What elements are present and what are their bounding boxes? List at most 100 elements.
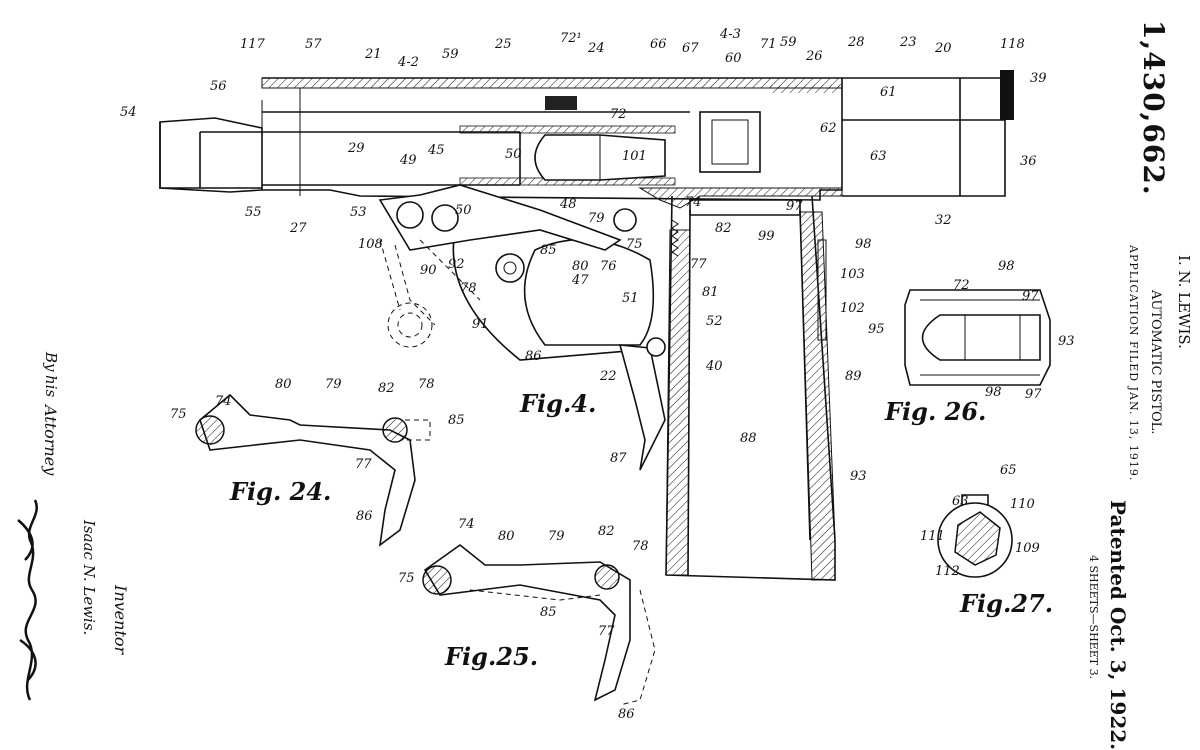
fig26-ref-72: 72: [953, 278, 970, 293]
fig26-ref-93: 93: [1058, 334, 1075, 349]
fig4-ref-20: 20: [934, 41, 952, 56]
fig25-label: Fig.25.: [444, 642, 538, 671]
figure-27-cross-section: [937, 494, 1013, 578]
fig4-ref-21: 21: [364, 47, 382, 62]
fig4-ref-49: 49: [399, 153, 417, 168]
fig4-ref-75: 75: [626, 237, 643, 252]
pin-52: [495, 253, 525, 283]
fig4-ref-63: 63: [870, 149, 887, 164]
barrel: [262, 111, 690, 186]
fig4-label: Fig.4.: [519, 389, 596, 418]
fig25-ref-86: 86: [618, 707, 635, 722]
fig27-ref-65: 65: [1000, 463, 1017, 478]
rear-frame: [842, 77, 1006, 197]
magazine-follower: [689, 199, 801, 216]
fig27-label: Fig.27.: [959, 589, 1053, 618]
fig24-ref-85: 85: [448, 413, 465, 428]
fig4-ref-50: 50: [455, 203, 472, 218]
fig4-ref-88: 88: [740, 431, 757, 446]
fig4-ref-51: 51: [622, 291, 639, 306]
inventor-name-handwritten: Isaac N. Lewis.: [80, 520, 98, 636]
attorney-label: Attorney: [41, 405, 60, 476]
pin-75: [431, 204, 459, 232]
handwritten-signature: [17, 499, 38, 701]
fig4-ref-80: 80: [572, 259, 589, 274]
fig4-ref-118: 118: [1000, 37, 1025, 52]
fig4-ref-4-2: 4-2: [397, 55, 419, 70]
spring-103: [671, 219, 679, 257]
fig4-ref-76: 76: [600, 259, 617, 274]
fig4-ref-77: 77: [690, 257, 707, 272]
fig26-ref-98: 98: [985, 385, 1002, 400]
fig4-ref-91: 91: [472, 317, 489, 332]
grip-hatch-left: [665, 229, 691, 576]
fig25-ref-80: 80: [498, 529, 515, 544]
trigger-lever-88: [618, 344, 666, 471]
fig4-ref-39: 39: [1030, 71, 1047, 86]
fig4-ref-57: 57: [305, 37, 322, 52]
fig4-ref-29: 29: [347, 141, 365, 156]
fig27-ref-111: 111: [920, 529, 945, 544]
figure-26-magazine-top: [904, 289, 1051, 386]
muzzle-sleeve: [159, 122, 262, 189]
barrel-wall-top: [459, 125, 676, 134]
pin-48: [396, 201, 424, 229]
fig27-ref-109: 109: [1015, 541, 1040, 556]
fig4-ref-71: 71: [760, 37, 777, 52]
fig4-ref-81: 81: [702, 285, 719, 300]
fig24-label: Fig. 24.: [229, 477, 331, 506]
fig4-ref-23: 23: [899, 35, 917, 50]
receiver-lower: [638, 187, 843, 209]
fig25-ref-74: 74: [458, 517, 475, 532]
fig4-ref-26: 26: [805, 49, 823, 64]
fig26-outline: [904, 289, 1051, 386]
fig4-ref-61: 61: [880, 85, 897, 100]
breech-block: [699, 111, 761, 173]
fig25-lever: [423, 543, 631, 702]
inventor-label: Inventor: [111, 585, 130, 655]
fig4-ref-92: 92: [448, 257, 465, 272]
fig4-ref-79: 79: [588, 211, 605, 226]
fig4-ref-40: 40: [705, 359, 723, 374]
figure-25-trigger-parts: [422, 543, 656, 706]
fig4-ref-99: 99: [758, 229, 775, 244]
fig27-core: [954, 511, 1001, 566]
trigger-pivot-89: [646, 337, 666, 357]
patented-date: Patented Oct. 3, 1922.: [1106, 500, 1130, 750]
fig4-ref-117: 117: [240, 37, 266, 52]
fig27-ref-110: 110: [1010, 497, 1035, 512]
fig4-ref-52: 52: [706, 314, 723, 329]
figure-4-pistol-section: [159, 70, 1014, 581]
fig4-ref-59: 59: [442, 47, 459, 62]
fig4-ref-54: 54: [120, 105, 137, 120]
fig4-ref-66: 66: [650, 37, 667, 52]
fig4-ref-55: 55: [245, 205, 262, 220]
fig4-ref-90: 90: [420, 263, 437, 278]
fig25-ref-77: 77: [598, 624, 615, 639]
fig25-pin-78: [594, 564, 620, 590]
fig25-ref-82: 82: [598, 524, 615, 539]
slide-top-wall: [261, 77, 843, 89]
fig4-ref-50: 50: [505, 147, 522, 162]
rear-knob-39: [1000, 70, 1014, 120]
fig4-ref-25: 25: [494, 37, 512, 52]
fig4-ref-45: 45: [427, 143, 445, 158]
fig4-ref-59: 59: [780, 35, 797, 50]
figure-24-trigger-parts: [195, 393, 431, 547]
fig4-ref-108: 108: [358, 237, 383, 252]
fig24-ref-78: 78: [418, 377, 435, 392]
fig25-ref-78: 78: [632, 539, 649, 554]
fig4-ref-101: 101: [622, 149, 647, 164]
fig24-lever: [199, 393, 416, 547]
fig4-ref-27: 27: [289, 221, 307, 236]
fig27-tab: [961, 494, 989, 505]
fig24-ref-77: 77: [355, 457, 372, 472]
fig4-ref-72¹: 72¹: [560, 31, 582, 46]
fig25-ref-79: 79: [548, 529, 565, 544]
fig4-ref-98: 98: [855, 237, 872, 252]
fig25-ref-85: 85: [540, 605, 557, 620]
patent-title: AUTOMATIC PISTOL.: [1148, 290, 1163, 435]
his-label: his: [42, 375, 60, 398]
